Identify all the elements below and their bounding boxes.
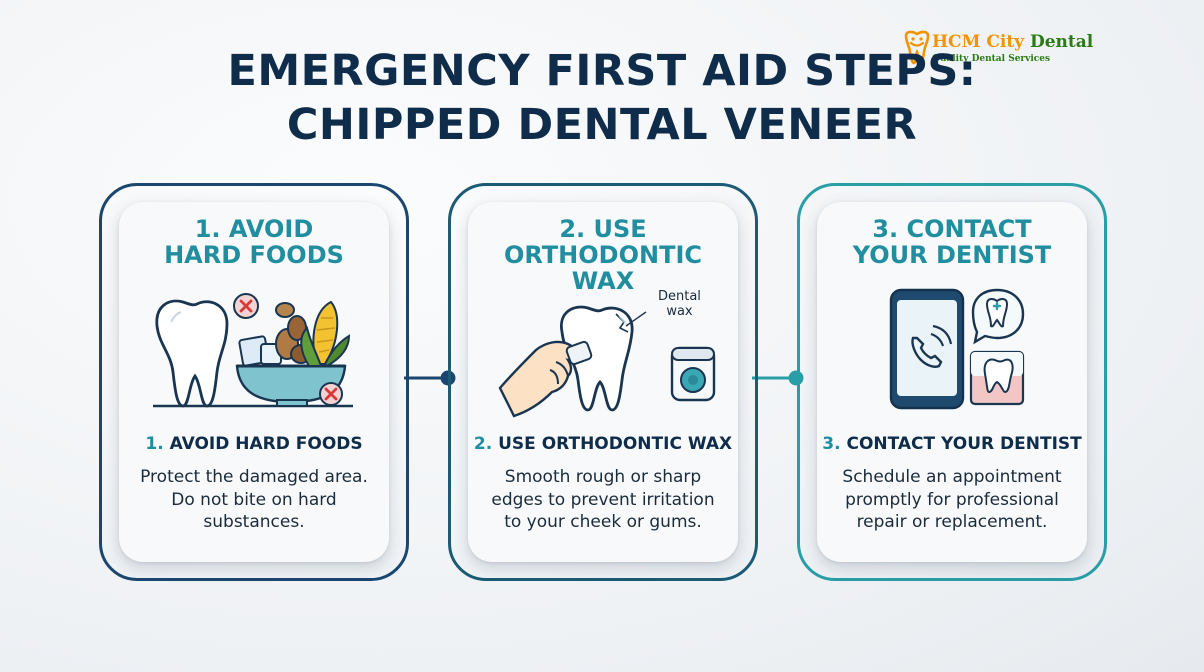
step-3-subheading: 3. CONTACT YOUR DENTIST (822, 434, 1082, 454)
step-2-description: Smooth rough or sharp edges to prevent i… (491, 467, 715, 532)
step-card-1: 1. AVOID HARD FOODS 1. AVOID HARD FOODS (119, 202, 389, 562)
hand-applying-wax-icon (498, 305, 716, 418)
step-3-description: Schedule an appointment promptly for pro… (842, 467, 1062, 532)
dental-wax-label: Dental wax (658, 289, 701, 319)
step-2-frame (448, 183, 758, 581)
step-1-frame (99, 183, 409, 581)
step-3-frame (797, 183, 1107, 581)
tooth-logo-icon (904, 30, 930, 65)
logo-name: HCM City Dental (932, 32, 1094, 52)
step-2-heading: 2. USE ORTHODONTIC WAX (504, 215, 702, 295)
step-card-2: 2. USE ORTHODONTIC WAX Dental wax 2. USE… (468, 202, 738, 562)
logo-tagline: Quality Dental Services (932, 54, 1051, 64)
brand-logo: HCM City Dental Quality Dental Services (902, 30, 1094, 70)
step-1-subheading: 1. AVOID HARD FOODS (145, 434, 363, 454)
step-1-description: Protect the damaged area. Do not bite on… (140, 467, 368, 532)
step-2-subheading: 2. USE ORTHODONTIC WAX (473, 434, 733, 454)
step-card-3: 3. CONTACT YOUR DENTIST 3. CONTACT YOUR … (817, 202, 1087, 562)
page-title-line-2: CHIPPED DENTAL VENEER (286, 100, 918, 150)
step-1-heading: 1. AVOID HARD FOODS (164, 215, 344, 269)
phone-call-dentist-icon (889, 288, 1025, 410)
page-title-line-1: EMERGENCY FIRST AID STEPS: (227, 46, 977, 96)
step-3-heading: 3. CONTACT YOUR DENTIST (852, 215, 1052, 269)
tooth-and-hard-foods-icon (153, 293, 353, 408)
